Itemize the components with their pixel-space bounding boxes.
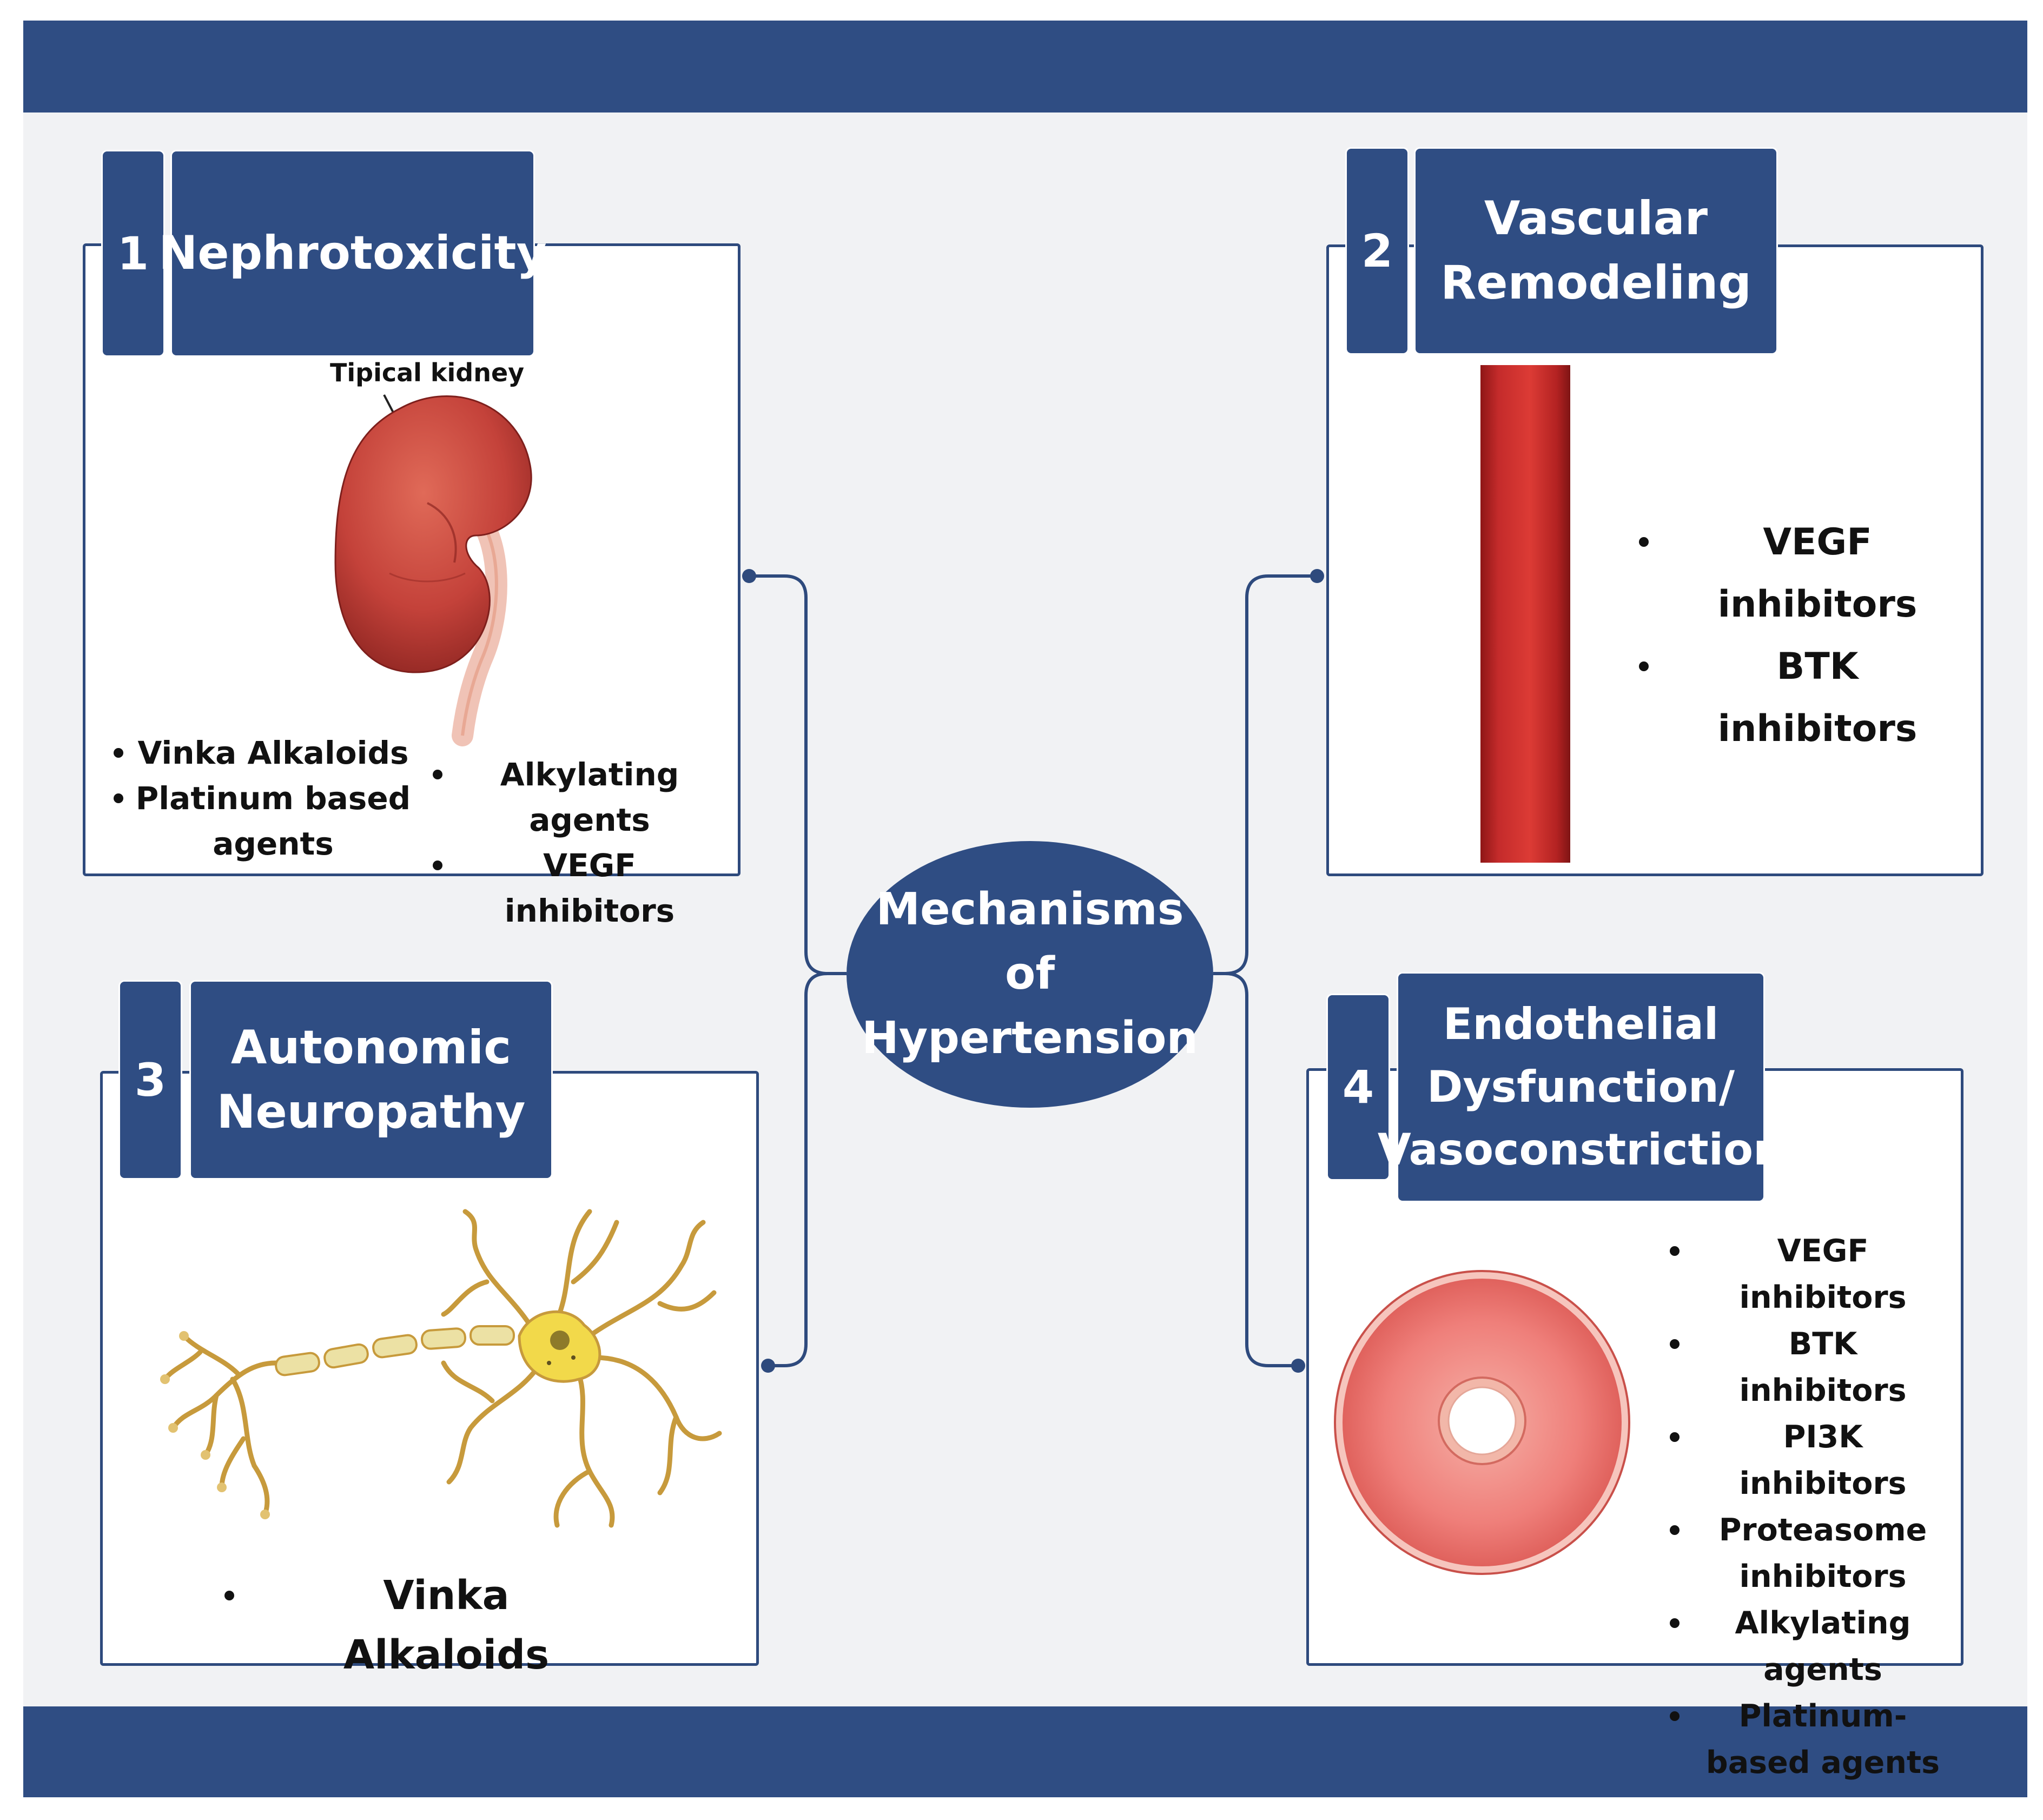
panel-1-number: 1 <box>103 151 163 355</box>
bullet-item: Vinka Alkaloids <box>114 730 411 776</box>
panel-2-number: 2 <box>1347 149 1407 353</box>
connector-dot-1 <box>742 569 756 583</box>
panel-1-bullets-right: Alkylating agents VEGF inhibitors <box>433 752 725 934</box>
top-banner <box>23 21 2027 112</box>
neuron-illustration <box>160 1209 722 1528</box>
bullet-item: Alkylating agents <box>1670 1600 1945 1693</box>
connector-panel-2 <box>1213 574 1317 975</box>
bullet-item: Vinka Alkaloids <box>224 1566 595 1685</box>
bullet-item: VEGF inhibitors <box>1639 511 1958 636</box>
bullet-item: Platinum-based agents <box>1670 1693 1945 1786</box>
panel-3-title: Autonomic Neuropathy <box>191 982 551 1178</box>
bullet-item: Proteasome inhibitors <box>1670 1507 1945 1600</box>
panel-4-title: Endothelial Dysfunction/ Vasoconstrictio… <box>1378 974 1784 1201</box>
panel-3-number: 3 <box>120 982 181 1178</box>
bottom-banner <box>23 1706 2027 1797</box>
panel-2-bullets: VEGF inhibitors BTK inhibitors <box>1639 511 1958 760</box>
kidney-label: Tipical kidney <box>330 358 524 387</box>
bullet-item: PI3K inhibitors <box>1670 1414 1945 1507</box>
panel-1-bullets-left: Vinka Alkaloids Platinum based agents <box>114 730 411 866</box>
connector-dot-3 <box>761 1359 775 1373</box>
bullet-item: Platinum based agents <box>114 776 411 866</box>
connector-panel-4 <box>1213 972 1298 1367</box>
bullet-item: BTK inhibitors <box>1639 636 1958 760</box>
bullet-item: BTK inhibitors <box>1670 1321 1945 1414</box>
panel-2-title: Vascular Remodeling <box>1416 149 1776 353</box>
blood-vessel-illustration <box>1480 365 1570 863</box>
kidney-illustration: Tipical kidney <box>330 358 532 746</box>
panel-1-title: Nephrotoxicity <box>158 151 547 355</box>
connector-dot-2 <box>1310 569 1324 583</box>
center-node-title: Mechanisms of Hypertension <box>847 841 1213 1108</box>
connector-dot-4 <box>1291 1359 1305 1373</box>
connector-panel-3 <box>768 972 847 1367</box>
bullet-item: VEGF inhibitors <box>433 843 725 934</box>
bullet-item: Alkylating agents <box>433 752 725 843</box>
connector-panel-1 <box>749 574 847 975</box>
panel-3-bullets: Vinka Alkaloids <box>224 1566 595 1685</box>
panel-4-bullets: VEGF inhibitors BTK inhibitors PI3K inhi… <box>1670 1228 1945 1786</box>
bullet-item: VEGF inhibitors <box>1670 1228 1945 1321</box>
panel-4-number: 4 <box>1328 995 1389 1179</box>
vessel-cross-section-illustration <box>1334 1270 1630 1575</box>
